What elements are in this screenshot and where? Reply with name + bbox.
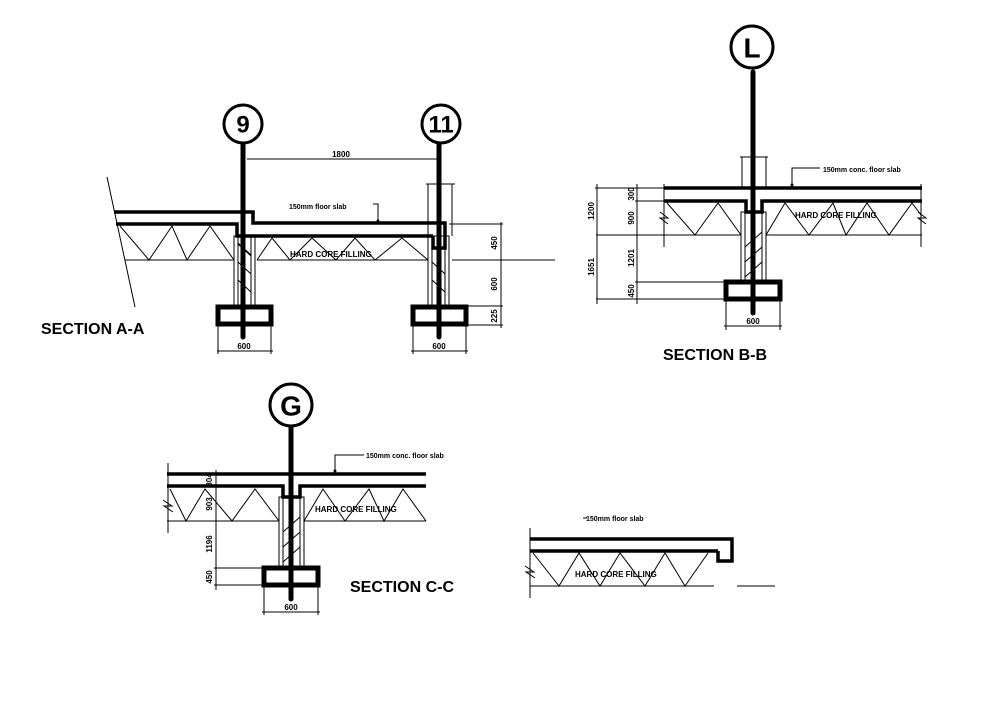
break-symbol <box>524 565 536 579</box>
leader-line <box>373 203 379 220</box>
vertical-dimension: 1201 <box>627 249 636 267</box>
vertical-dimension: 903 <box>205 497 214 511</box>
section-d-d: HARD CORE FILLING 150mm floor slab <box>524 516 775 598</box>
slab-note: 150mm floor slab <box>586 516 644 523</box>
section-c-c: HARD CORE FILLING 150mm conc. floor slab… <box>162 382 454 615</box>
slab-note: 150mm floor slab <box>289 204 347 211</box>
hardcore-hatch <box>532 552 709 587</box>
hardcore-hatch <box>765 201 922 237</box>
vertical-dimension: 1651 <box>587 258 596 276</box>
vertical-dimension: 225 <box>490 309 499 323</box>
break-symbol <box>162 499 174 513</box>
section-title: SECTION B-B <box>663 347 767 364</box>
vertical-dimension: 1200 <box>587 202 596 220</box>
hardcore-hatch <box>169 488 280 523</box>
footing-width-dimension: 600 <box>432 342 446 351</box>
hardcore-hatch <box>303 488 427 523</box>
grid-bubble-circle <box>420 103 462 145</box>
hardcore-hatch <box>256 237 429 261</box>
section-title: SECTION A-A <box>41 321 145 338</box>
grid-bubble-label: L <box>743 33 760 64</box>
footing-width-dimension: 600 <box>237 342 251 351</box>
slab-note: 150mm conc. floor slab <box>823 167 901 174</box>
vertical-dimension: 600 <box>490 277 499 291</box>
leader-line <box>791 167 820 184</box>
section-title: SECTION C-C <box>350 579 454 596</box>
break-symbol <box>916 211 928 225</box>
grid-spacing-dimension: 1800 <box>332 150 350 159</box>
grid-bubble-label: G <box>280 391 302 422</box>
slab-bottom-line <box>664 199 922 214</box>
leader-dot <box>333 469 337 473</box>
vertical-dimension: 304 <box>205 473 214 487</box>
vertical-dimension: 450 <box>627 284 636 298</box>
hardcore-filling-label: HARD CORE FILLING <box>290 250 372 259</box>
grid-bubble-label: 11 <box>428 112 453 139</box>
section-a-a: HARD CORE FILLING 150mm floor slab 9 <box>41 103 555 354</box>
hardcore-filling-label: HARD CORE FILLING <box>575 570 657 579</box>
grid-bubble-label: 9 <box>236 112 249 139</box>
grid-bubble-circle <box>222 103 264 145</box>
leader-dot <box>376 219 380 223</box>
vertical-dimension: 1196 <box>205 535 214 553</box>
slab-top-line <box>530 537 734 563</box>
footing-width-dimension: 600 <box>284 603 298 612</box>
break-line <box>106 176 136 308</box>
hardcore-filling-label: HARD CORE FILLING <box>795 211 877 220</box>
vertical-dimension: 300 <box>627 187 636 201</box>
break-symbol <box>658 211 670 225</box>
slab-top-line <box>114 210 447 250</box>
leader-dot <box>790 183 794 187</box>
hardcore-filling-label: HARD CORE FILLING <box>315 505 397 514</box>
hardcore-hatch <box>119 224 235 262</box>
section-b-b: HARD CORE FILLING 150mm conc. floor slab… <box>587 24 928 364</box>
grid-bubble-circle <box>268 382 314 428</box>
grid-bubble-11: 11 <box>420 103 462 145</box>
slab-bottom-line <box>116 222 433 238</box>
grid-bubble-9: 9 <box>222 103 264 145</box>
vertical-dimension: 450 <box>490 236 499 250</box>
grid-bubble-circle <box>729 24 775 70</box>
grid-bubble-g: G <box>268 382 314 428</box>
grid-bubble-l: L <box>729 24 775 70</box>
slab-note: 150mm conc. floor slab <box>366 453 444 460</box>
vertical-dimension: 450 <box>205 570 214 584</box>
footing-width-dimension: 600 <box>746 317 760 326</box>
vertical-dimension: 900 <box>627 211 636 225</box>
hardcore-hatch <box>666 202 742 236</box>
leader-line <box>334 454 364 470</box>
